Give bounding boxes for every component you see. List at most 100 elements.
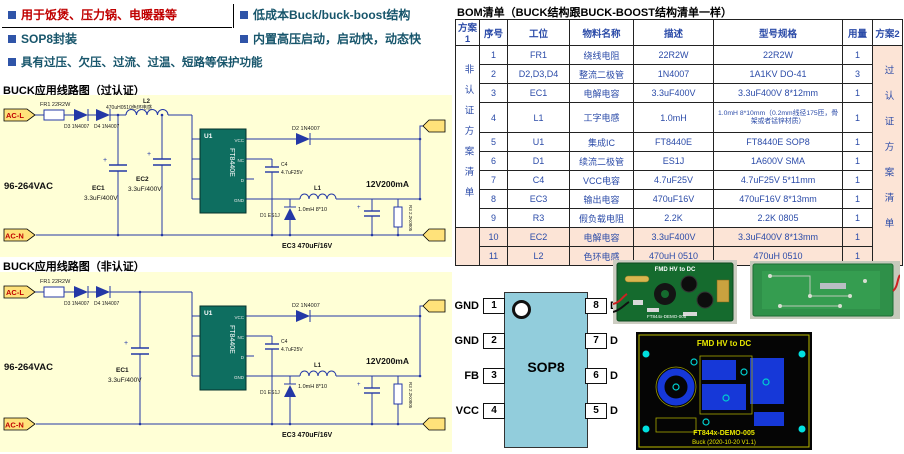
buck-circuit-uncertified: AC-L FR1 22R2W D3 1N4007 D4 1N4007 96-26… xyxy=(0,272,452,452)
cap-ec3-label: EC3 470uF/16V xyxy=(282,432,333,439)
diode-d1-label: D1 ES1J xyxy=(260,213,280,219)
bom-cell: 10 xyxy=(479,227,508,247)
bom-cell: 5 xyxy=(479,132,508,152)
bom-cell: 3 xyxy=(479,83,508,103)
bom-header: 型号规格 xyxy=(713,19,843,46)
ac-l-label: AC-L xyxy=(6,288,24,297)
divider-line xyxy=(2,27,232,28)
ic-u1: U1 FT8440E VCC NC D GND xyxy=(199,305,247,391)
bom-row: 7 C4 VCC电容 4.7uF25V 4.7uF25V 5*11mm 1 xyxy=(456,170,903,190)
feature-text: 低成本Buck/buck-boost结构 xyxy=(253,8,411,22)
cap-ec2-ref: EC2 xyxy=(136,176,149,183)
ac-l-label: AC-L xyxy=(6,111,24,120)
fuse-fr1: FR1 22R2W xyxy=(40,102,71,121)
bom-row: 3 EC1 电解电容 3.3uF400V 3.3uF400V 8*12mm 1 xyxy=(456,83,903,103)
bom-row: 5 U1 集成IC FT8440E FT8440E SOP8 1 xyxy=(456,132,903,152)
bom-cell: C4 xyxy=(507,170,570,190)
pcb-silkscreen-title: FMD HV to DC xyxy=(655,267,696,273)
output-terminal-positive xyxy=(422,119,446,133)
bom-cell: 1N4007 xyxy=(633,64,714,84)
electrolytic-cap xyxy=(680,275,698,293)
fuse-label: FR1 22R2W xyxy=(40,102,71,108)
bom-row: 10 EC2 电解电容 3.3uF400V 3.3uF400V 8*13mm 1 xyxy=(455,227,903,266)
cap-ec3: + EC3 470uF/16V xyxy=(282,205,380,250)
diode-d3: D3 1N4007 xyxy=(64,109,90,130)
buck-circuit-uncertified-schematic: AC-L FR1 22R2W D3 1N4007 D4 1N4007 96-26… xyxy=(3,279,446,439)
bom-cell: 8 xyxy=(479,189,508,209)
bom-cell: FR1 xyxy=(507,45,570,65)
wires xyxy=(35,291,423,425)
black-wire xyxy=(612,301,630,313)
bom-cell: 6 xyxy=(479,151,508,171)
feature-item: SOP8封装 xyxy=(8,30,77,47)
feature-text: 用于饭煲、压力锅、电暖器等 xyxy=(21,8,178,22)
board-outline xyxy=(638,334,810,448)
junction-dots xyxy=(116,113,422,237)
diode-d4-label: D4 1N4007 xyxy=(94,301,120,307)
cap-c4-ref: C4 xyxy=(281,162,288,168)
bom-cell: L1 xyxy=(507,102,570,133)
ic-u1-part: FT8440E xyxy=(228,148,235,177)
bom-cell: 假负载电阻 xyxy=(569,208,634,228)
bom-row: 6 D1 续流二极管 ES1J 1A600V SMA 1 xyxy=(456,151,903,171)
bom-cell: D2,D3,D4 xyxy=(507,64,570,84)
svg-text:+: + xyxy=(357,205,361,211)
bom-row: 4 L1 工字电感 1.0mH 1.0mH 8*10mm（0.2mm线径175匝… xyxy=(456,102,903,133)
bullet-icon xyxy=(240,35,248,43)
pin1-indicator-icon xyxy=(512,300,531,319)
pcb-layout-image: FMD HV to DC FT844x-DEMO-005 Buck (2020-… xyxy=(636,332,812,454)
ac-l-terminal: AC-L xyxy=(3,285,36,299)
svg-text:+: + xyxy=(147,151,151,158)
sop8-body-label: SOP8 xyxy=(527,359,565,375)
resistor-r3-label: R3 2.2K0805 xyxy=(408,205,413,232)
bom-cell: L2 xyxy=(507,246,570,266)
pin-6: 6 xyxy=(585,368,607,384)
inductor-l1-val: 1.0mH 8*10 xyxy=(298,384,327,390)
layout-title: FMD HV to DC xyxy=(697,339,751,348)
feature-text: 具有过压、欠压、过流、过温、短路等保护功能 xyxy=(21,57,263,69)
svg-text:+: + xyxy=(357,382,361,388)
pcb-photo-front: FMD HV to DC FT844x-DEMO-005 xyxy=(612,260,737,329)
diode-d3: D3 1N4007 xyxy=(64,286,90,307)
pcb-photo-back xyxy=(750,261,901,324)
bom-table: 方案1 序号 工位 物料名称 描述 型号规格 用量 方案2 非认证方案清单 1 … xyxy=(455,19,903,266)
bom-header: 方案1 xyxy=(455,19,480,46)
cap-ec1-val: 3.3uF/400V xyxy=(108,377,142,384)
ac-n-terminal: AC-N xyxy=(3,228,36,242)
feature-item: 用于饭煲、压力锅、电暖器等 xyxy=(8,6,177,23)
feature-item: 内置高压启动，启动快，动态快 xyxy=(240,30,421,47)
output-voltage-label: 12V200mA xyxy=(366,179,409,189)
cap-ec3-label: EC3 470uF/16V xyxy=(282,243,333,250)
resistor-r3-label: R3 2.2K0805 xyxy=(408,382,413,409)
pin-label-gnd: GND xyxy=(454,335,479,347)
circuit1-title: BUCK应用线路图（过认证） xyxy=(3,85,145,97)
bom-cell: 3.3uF400V 8*13mm xyxy=(713,227,843,247)
red-wire xyxy=(892,274,901,292)
bom-row: 9 R3 假负载电阻 2.2K 2.2K 0805 1 xyxy=(456,208,903,228)
bom-cell: 470uF16V 8*13mm xyxy=(713,189,843,209)
feature-item: 具有过压、欠压、过流、过温、短路等保护功能 xyxy=(8,54,263,70)
bom-cell: 3 xyxy=(842,64,873,84)
pin-2: 2 xyxy=(483,333,505,349)
bom-header-row: 方案1 序号 工位 物料名称 描述 型号规格 用量 方案2 xyxy=(455,19,903,46)
output-terminal-positive xyxy=(422,299,446,313)
bom-cell: 22R2W xyxy=(713,45,843,65)
bom-cell: 1 xyxy=(842,170,873,190)
inductor-l2: L2 470uH0510色环电感 xyxy=(106,99,169,116)
bom-cell: 4 xyxy=(479,102,508,133)
bom-cell: 1.0mH xyxy=(633,102,714,133)
bom-cell: 续流二极管 xyxy=(569,151,634,171)
ic-pin-vcc: VCC xyxy=(234,138,244,143)
diode-d3-label: D3 1N4007 xyxy=(64,301,90,307)
diode-d1-label: D1 ES1J xyxy=(260,390,280,396)
bom-cell: 2.2K xyxy=(633,208,714,228)
pin-5: 5 xyxy=(585,403,607,419)
pcb-photo-front-image: FMD HV to DC FT844x-DEMO-005 xyxy=(612,260,737,324)
cap-ec1: + EC1 3.3uF/400V xyxy=(108,340,149,384)
sop8-body: SOP8 xyxy=(504,292,588,448)
ic-pin-vcc: VCC xyxy=(234,315,244,320)
ic-pin-d: D xyxy=(241,355,245,360)
bom-cell: 1A600V SMA xyxy=(713,151,843,171)
bom-header: 物料名称 xyxy=(569,19,634,46)
bom-cell: 绕线电阻 xyxy=(569,45,634,65)
